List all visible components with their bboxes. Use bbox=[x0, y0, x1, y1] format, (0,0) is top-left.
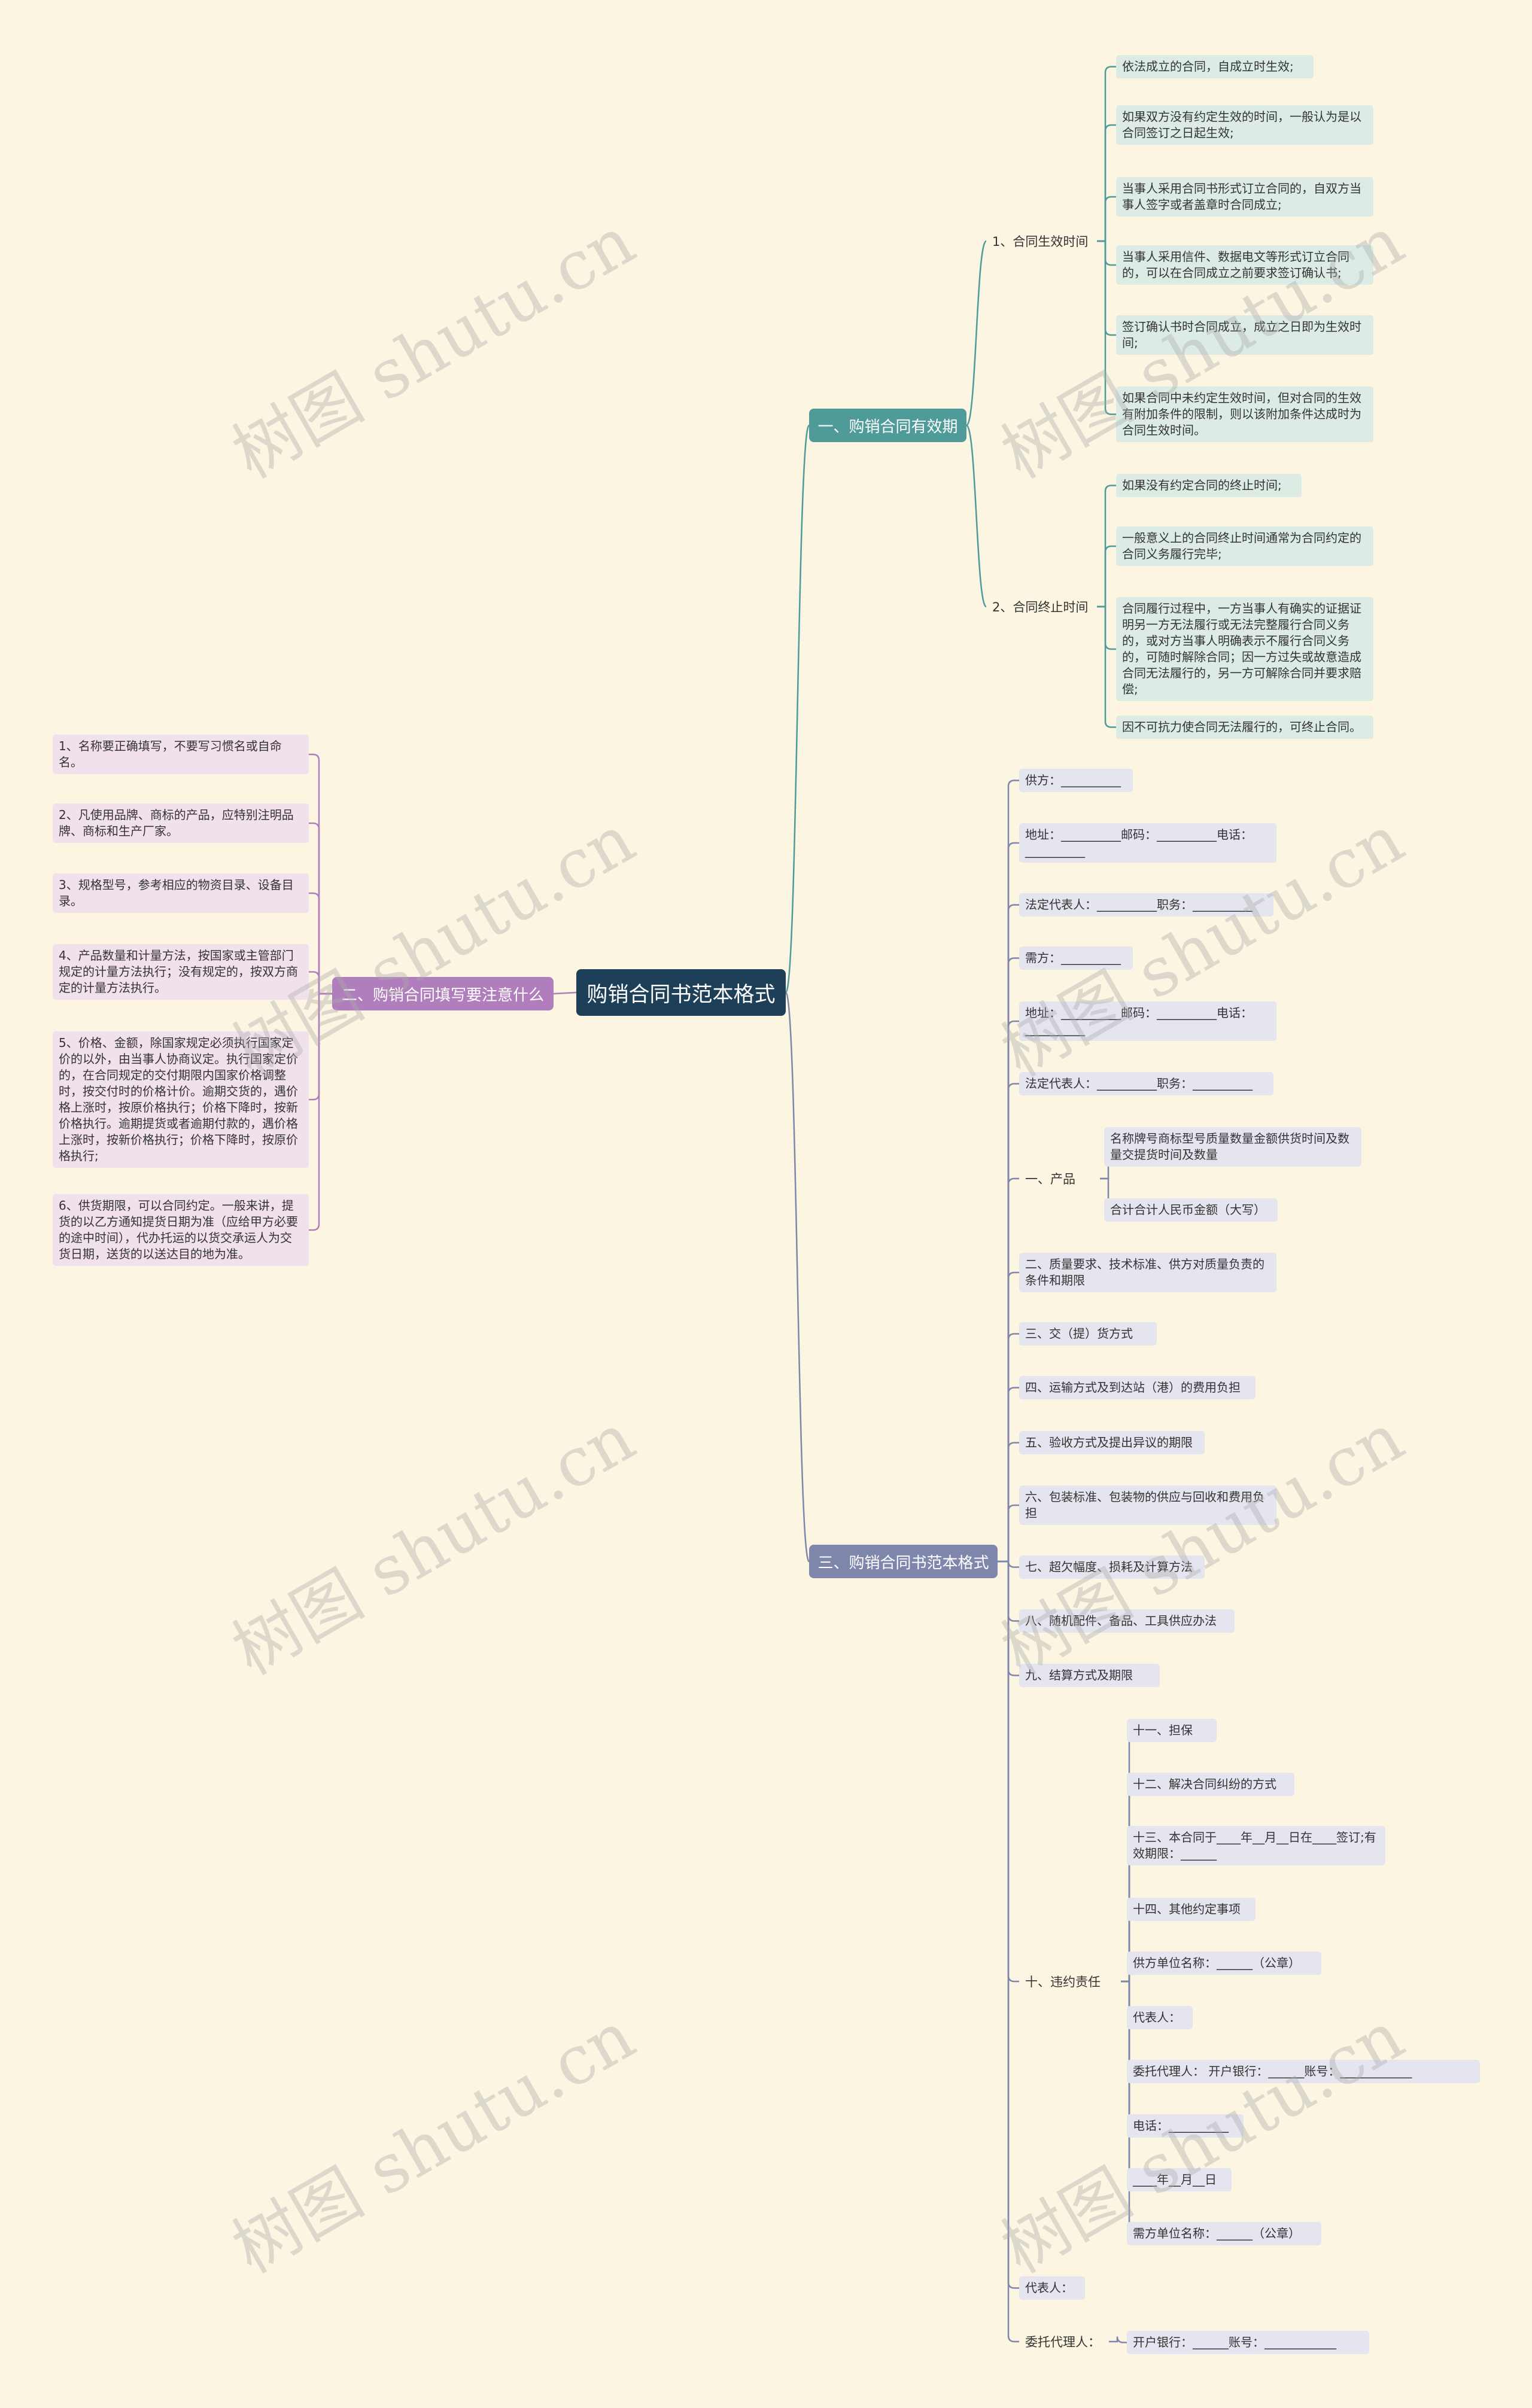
tpl-legal-1: 法定代表人：__________职务：__________ bbox=[1019, 893, 1273, 917]
tpl-payment: 九、结算方式及期限 bbox=[1019, 1664, 1160, 1687]
effective-item-3: 当事人采用合同书形式订立合同的，自双方当事人签字或者盖章时合同成立; bbox=[1116, 177, 1373, 217]
tpl-inspection: 五、验收方式及提出异议的期限 bbox=[1019, 1431, 1205, 1454]
effective-item-1: 依法成立的合同，自成立时生效; bbox=[1116, 55, 1314, 78]
liability-child-7: 委托代理人： 开户银行：______账号：____________ bbox=[1127, 2060, 1480, 2083]
tpl-product-child-2: 合计合计人民币金额（大写） bbox=[1104, 1198, 1278, 1222]
liability-child-4: 十四、其他约定事项 bbox=[1127, 1898, 1256, 1921]
tpl-address-1: 地址：__________邮码：__________电话：__________ bbox=[1019, 823, 1276, 863]
tpl-product-child-1: 名称牌号商标型号质量数量金额供货时间及数量交提货时间及数量 bbox=[1104, 1127, 1361, 1167]
tpl-liability[interactable]: 十、违约责任 bbox=[1025, 1975, 1101, 1989]
tpl-legal-2: 法定代表人：__________职务：__________ bbox=[1019, 1072, 1273, 1095]
liability-child-2: 十二、解决合同纠纷的方式 bbox=[1127, 1773, 1294, 1796]
note-item-1: 1、名称要正确填写，不要写习惯名或自命名。 bbox=[53, 735, 309, 774]
note-item-6: 6、供货期限，可以合同约定。一般来讲，提货的以乙方通知提货日期为准（应给甲方必要… bbox=[53, 1194, 309, 1266]
tpl-quality: 二、质量要求、技术标准、供方对质量负责的条件和期限 bbox=[1019, 1253, 1276, 1292]
tpl-packaging: 六、包装标准、包装物的供应与回收和费用负担 bbox=[1019, 1485, 1276, 1525]
tpl-agent[interactable]: 委托代理人： bbox=[1025, 2335, 1101, 2349]
termination-item-4: 因不可抗力使合同无法履行的，可终止合同。 bbox=[1116, 716, 1373, 739]
note-item-3: 3、规格型号，参考相应的物资目录、设备目录。 bbox=[53, 873, 309, 913]
effective-item-6: 如果合同中未约定生效时间，但对合同的生效有附加条件的限制，则以该附加条件达成时为… bbox=[1116, 386, 1373, 442]
tpl-address-2: 地址：__________邮码：__________电话：__________ bbox=[1019, 1001, 1276, 1041]
liability-child-6: 代表人： bbox=[1127, 2006, 1193, 2029]
branch-validity[interactable]: 一、购销合同有效期 bbox=[809, 409, 966, 442]
tpl-shortage: 七、超欠幅度、损耗及计算方法 bbox=[1019, 1555, 1205, 1579]
termination-item-3: 合同履行过程中，一方当事人有确实的证据证明另一方无法履行或无法完整履行合同义务的… bbox=[1116, 597, 1373, 701]
tpl-agent-child: 开户银行：______账号：____________ bbox=[1127, 2331, 1369, 2354]
termination-item-2: 一般意义上的合同终止时间通常为合同约定的合同义务履行完毕; bbox=[1116, 526, 1373, 566]
effective-item-5: 签订确认书时合同成立，成立之日即为生效时间; bbox=[1116, 315, 1373, 355]
sub-effective-time[interactable]: 1、合同生效时间 bbox=[992, 235, 1089, 249]
branch-filling-notes[interactable]: 二、购销合同填写要注意什么 bbox=[332, 977, 554, 1010]
tpl-spares: 八、随机配件、备品、工具供应办法 bbox=[1019, 1609, 1235, 1633]
tpl-buyer: 需方：__________ bbox=[1019, 946, 1133, 970]
tpl-supplier: 供方：__________ bbox=[1019, 769, 1133, 792]
tpl-transport: 四、运输方式及到达站（港）的费用负担 bbox=[1019, 1376, 1256, 1399]
sub-termination-time[interactable]: 2、合同终止时间 bbox=[992, 600, 1089, 614]
liability-child-10: 需方单位名称：______（公章） bbox=[1127, 2222, 1321, 2245]
branch-template[interactable]: 三、购销合同书范本格式 bbox=[809, 1545, 998, 1578]
liability-child-5: 供方单位名称：______（公章） bbox=[1127, 1952, 1321, 1975]
termination-item-1: 如果没有约定合同的终止时间; bbox=[1116, 474, 1302, 497]
tpl-product[interactable]: 一、产品 bbox=[1025, 1172, 1075, 1186]
tpl-delivery: 三、交（提）货方式 bbox=[1019, 1322, 1157, 1345]
tpl-representative: 代表人： bbox=[1019, 2276, 1085, 2300]
effective-item-2: 如果双方没有约定生效的时间，一般认为是以合同签订之日起生效; bbox=[1116, 105, 1373, 145]
liability-child-8: 电话：__________ bbox=[1127, 2114, 1244, 2138]
effective-item-4: 当事人采用信件、数据电文等形式订立合同的，可以在合同成立之前要求签订确认书; bbox=[1116, 245, 1373, 285]
note-item-2: 2、凡使用品牌、商标的产品，应特别注明品牌、商标和生产厂家。 bbox=[53, 803, 309, 843]
liability-child-3: 十三、本合同于____年__月__日在____签订;有效期限：______ bbox=[1127, 1826, 1385, 1865]
liability-child-9: ____年__月__日 bbox=[1127, 2168, 1232, 2191]
note-item-4: 4、产品数量和计量方法，按国家或主管部门规定的计量方法执行；没有规定的，按双方商… bbox=[53, 944, 309, 1000]
root-node[interactable]: 购销合同书范本格式 bbox=[576, 969, 786, 1016]
note-item-5: 5、价格、金额，除国家规定必须执行国家定价的以外，由当事人协商议定。执行国家定价… bbox=[53, 1031, 309, 1168]
liability-child-1: 十一、担保 bbox=[1127, 1719, 1217, 1742]
